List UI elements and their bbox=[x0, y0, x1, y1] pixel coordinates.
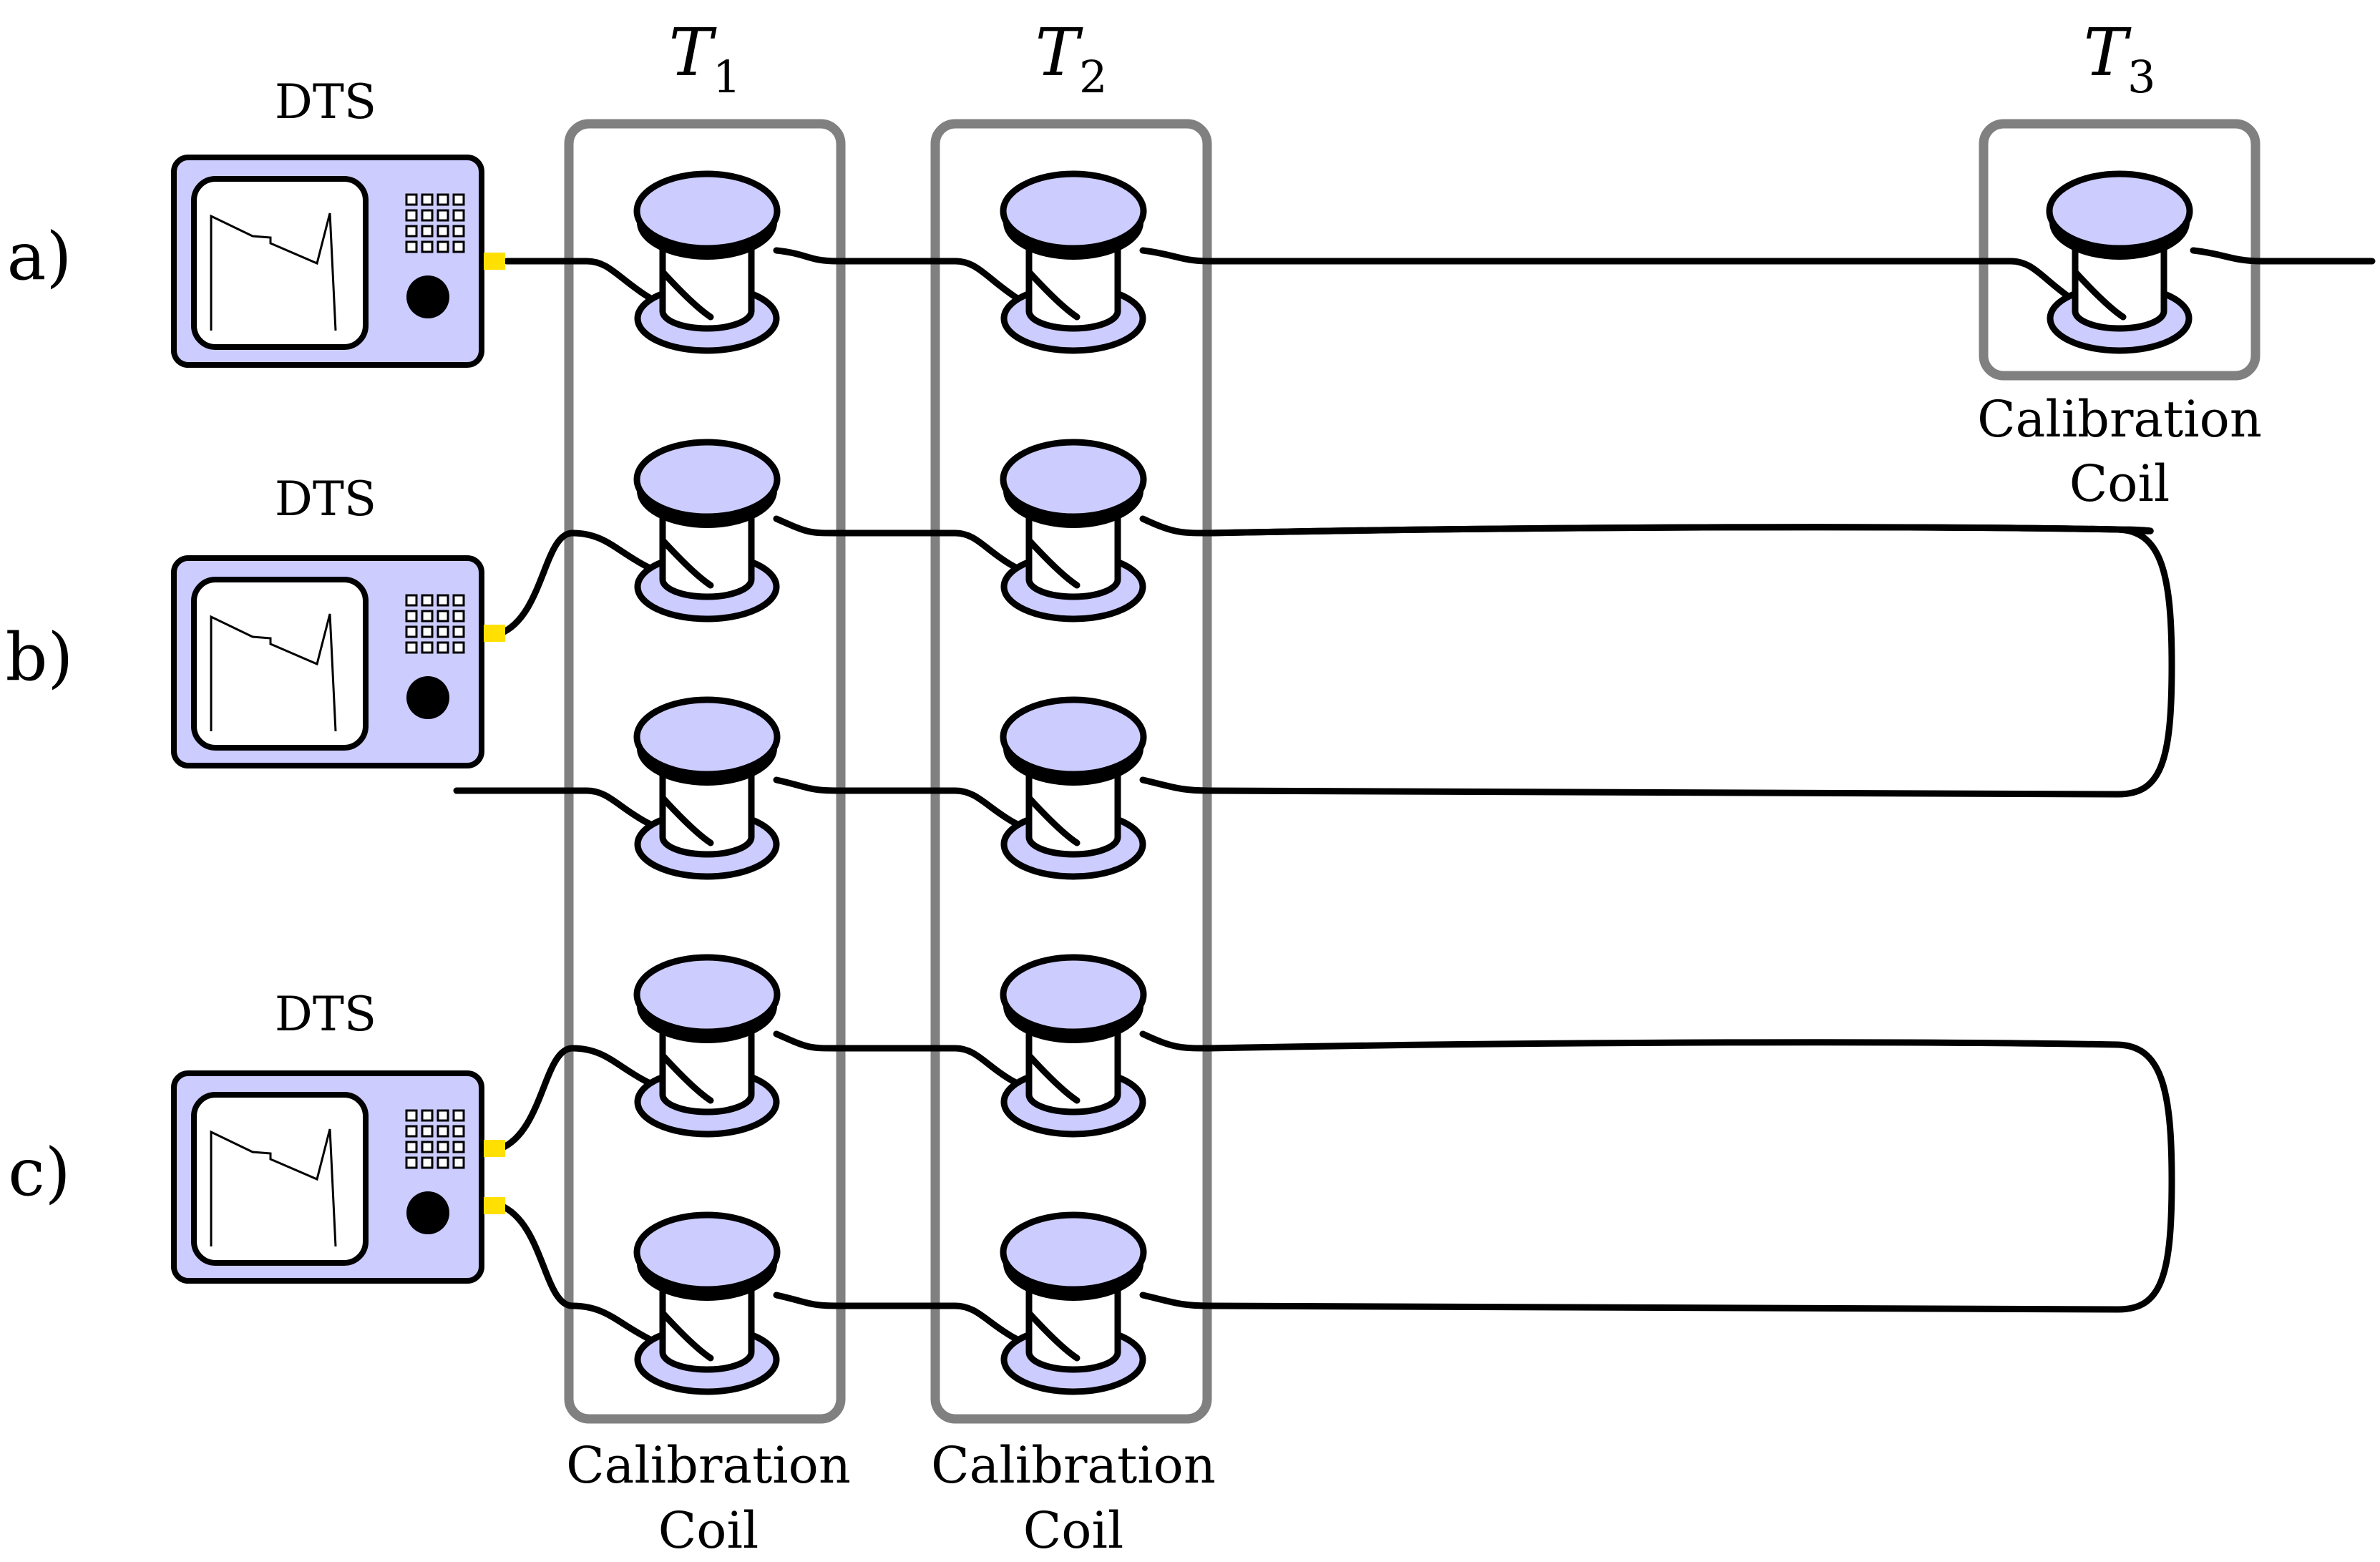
row-label-b: b) bbox=[6, 619, 74, 695]
zone-box-t1 bbox=[564, 119, 846, 1424]
zone-title-t3: T3 bbox=[2084, 14, 2156, 103]
dts-device-a bbox=[171, 155, 505, 368]
coil-t1-a bbox=[633, 170, 781, 354]
zone-box-t3 bbox=[1979, 119, 2260, 381]
dts-device-c-connector-2 bbox=[484, 1197, 505, 1214]
coil-t2-b2 bbox=[1000, 696, 1147, 880]
dts-device-a-connector-1 bbox=[484, 253, 505, 270]
fiber-c-loop bbox=[1206, 1039, 2175, 1314]
coil-t2-a bbox=[1000, 170, 1147, 354]
dts-device-b-connector-1 bbox=[484, 625, 505, 642]
coil-t1-b2 bbox=[633, 696, 781, 880]
row-label-a: a) bbox=[7, 218, 72, 295]
zone-caption-t2-line1: Calibration bbox=[931, 1436, 1216, 1495]
zone-caption-t2-line2: Coil bbox=[1023, 1501, 1123, 1560]
fiber-c-lower bbox=[497, 1202, 1213, 1356]
dts-label-c: DTS bbox=[275, 987, 376, 1042]
coil-t1-c2 bbox=[633, 1211, 781, 1395]
dts-device-b bbox=[171, 555, 505, 768]
coil-layer bbox=[633, 170, 2193, 1395]
zone-box-t2 bbox=[930, 119, 1212, 1424]
zone-caption-t1-line1: Calibration bbox=[566, 1436, 851, 1495]
dts-label-b: DTS bbox=[275, 472, 376, 527]
coil-t2-b1 bbox=[1000, 439, 1147, 623]
zone-title-t2: T2 bbox=[1035, 14, 1108, 103]
coil-t2-c1 bbox=[1000, 954, 1147, 1138]
row-label-c: c) bbox=[8, 1134, 70, 1211]
zone-title-t1: T1 bbox=[669, 14, 741, 103]
dts-label-a: DTS bbox=[275, 74, 376, 130]
fiber-c-upper bbox=[497, 1030, 1213, 1152]
zone-caption-t3-line1: Calibration bbox=[1977, 390, 2262, 449]
fiber-b-loop bbox=[1206, 524, 2175, 799]
dts-device-c bbox=[171, 1070, 505, 1284]
coil-t1-c1 bbox=[633, 954, 781, 1138]
zone-caption-t1-line2: Coil bbox=[658, 1501, 759, 1560]
dts-device-c-connector-1 bbox=[484, 1140, 505, 1157]
coil-t1-b1 bbox=[633, 439, 781, 623]
fiber-a bbox=[503, 247, 2376, 318]
zone-caption-t3-line2: Coil bbox=[2069, 454, 2170, 513]
device-layer bbox=[171, 155, 505, 1284]
coil-t2-c2 bbox=[1000, 1211, 1147, 1395]
coil-t3-a bbox=[2046, 170, 2193, 354]
